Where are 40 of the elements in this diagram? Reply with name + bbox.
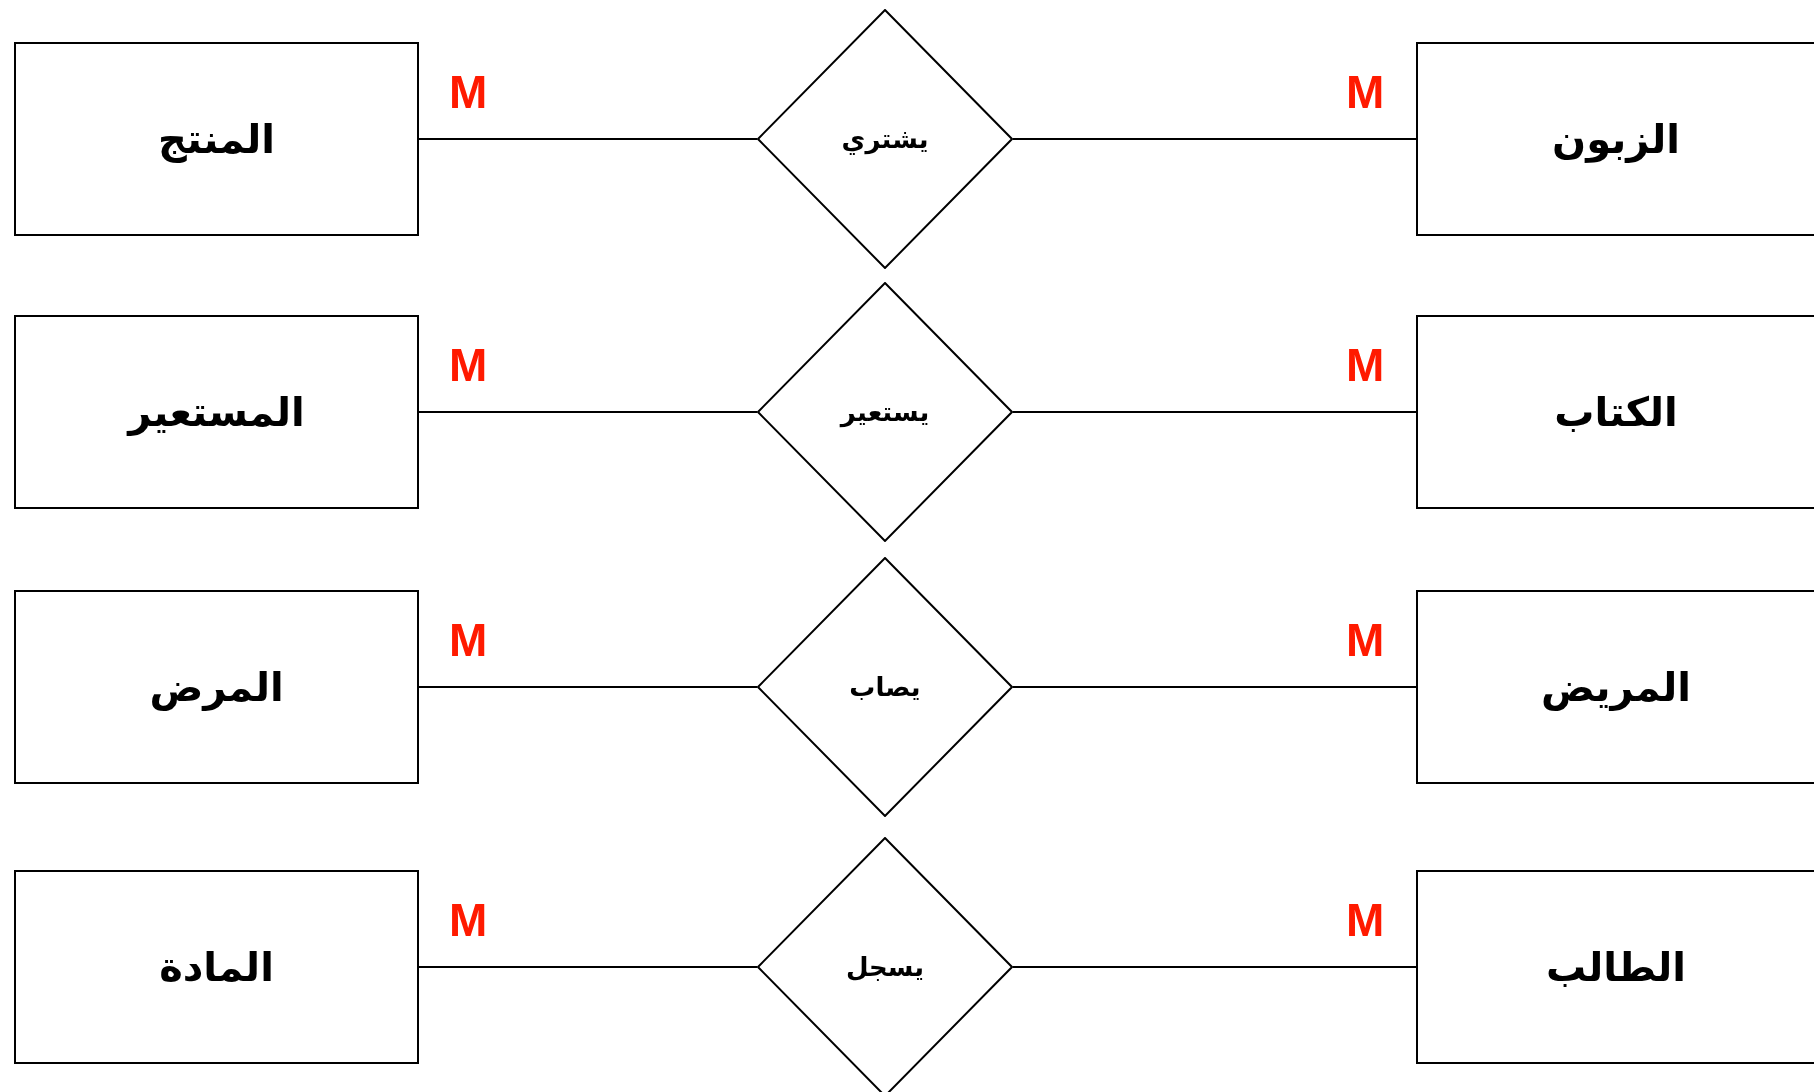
connector-line <box>1012 686 1417 688</box>
connector-line <box>418 411 758 413</box>
entity-box <box>1416 42 1814 236</box>
connector-line <box>418 138 758 140</box>
entity-name: الطالب <box>1545 944 1687 990</box>
entity-box <box>14 870 419 1064</box>
relationship-name: يشتري <box>841 124 929 154</box>
entity-box <box>14 315 419 509</box>
cardinality-label: M <box>1346 69 1385 115</box>
cardinality-label: M <box>449 617 488 663</box>
connector-line <box>418 966 758 968</box>
entity-name: المنتج <box>158 116 275 162</box>
relationship-name: يستعير <box>840 397 930 427</box>
cardinality-label: M <box>1346 342 1385 388</box>
entity-name: الزبون <box>1552 116 1680 162</box>
connector-line <box>1012 966 1417 968</box>
cardinality-label: M <box>449 69 488 115</box>
relationship-name: يصاب <box>849 672 921 702</box>
cardinality-label: M <box>1346 897 1385 943</box>
cardinality-label: M <box>449 897 488 943</box>
entity-name: المرض <box>149 664 284 710</box>
relationship-diamond <box>757 9 1013 269</box>
entity-box <box>1416 870 1814 1064</box>
relationship-diamond <box>757 282 1013 542</box>
relationship-diamond <box>757 837 1013 1092</box>
connector-line <box>1012 411 1417 413</box>
entity-box <box>1416 590 1814 784</box>
connector-line <box>1012 138 1417 140</box>
relationship-name: يسجل <box>845 952 925 982</box>
entity-name: الكتاب <box>1554 389 1678 435</box>
connector-line <box>418 686 758 688</box>
entity-box <box>14 590 419 784</box>
cardinality-label: M <box>1346 617 1385 663</box>
relationship-diamond <box>757 557 1013 817</box>
entity-box <box>1416 315 1814 509</box>
entity-name: المريض <box>1541 664 1691 710</box>
entity-name: المادة <box>159 944 274 990</box>
entity-box <box>14 42 419 236</box>
cardinality-label: M <box>449 342 488 388</box>
entity-name: المستعير <box>128 389 305 435</box>
